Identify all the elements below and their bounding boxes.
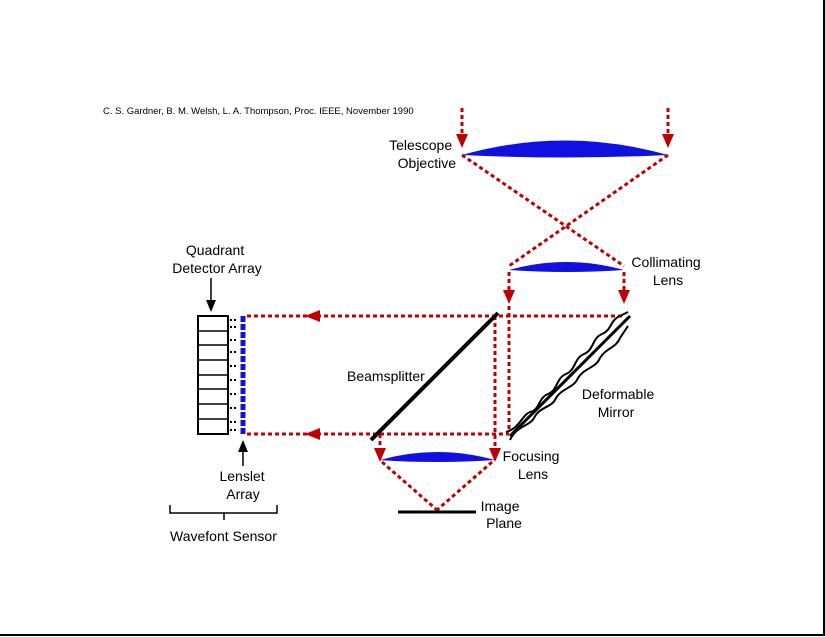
quadrant-detector-array xyxy=(197,315,229,435)
pointer-lenslet-head xyxy=(238,440,248,452)
arrowhead-incoming-right xyxy=(662,134,674,148)
detector-ray-marks xyxy=(230,319,238,431)
label-pointers xyxy=(206,278,248,466)
label-deformable-mirror: Deformable Mirror xyxy=(582,386,658,420)
arrowhead-focus-left xyxy=(374,448,386,462)
wavefront-sensor-bracket xyxy=(169,505,278,520)
label-focusing-lens: Focusing Lens xyxy=(503,448,564,482)
label-beamsplitter: Beamsplitter xyxy=(347,368,425,384)
pointer-quadrant-detector-head xyxy=(206,300,216,312)
label-quadrant-detector-array: Quadrant Detector Array xyxy=(172,242,261,276)
crossing-ray-2 xyxy=(508,153,669,268)
arrowhead-incoming-left xyxy=(456,134,468,148)
arrowhead-to-sensor-bottom xyxy=(305,428,320,440)
deformable-mirror-surface xyxy=(508,314,632,438)
label-lenslet-array: Lenslet Array xyxy=(219,468,268,502)
deformable-mirror-actuators xyxy=(505,311,629,433)
focus-ray-left xyxy=(381,460,438,512)
arrowhead-to-sensor-top xyxy=(305,310,320,322)
citation: C. S. Gardner, B. M. Welsh, L. A. Thomps… xyxy=(103,106,414,117)
crossing-ray-1 xyxy=(461,153,625,268)
focus-ray-right xyxy=(436,460,493,512)
deformable-mirror-actuators-back xyxy=(509,325,629,441)
arrowhead-collimated-right xyxy=(618,290,630,304)
collimating-lens xyxy=(509,262,624,272)
deformable-mirror xyxy=(505,311,632,441)
focusing-lens xyxy=(380,452,495,462)
beamsplitter xyxy=(369,311,500,442)
arrowhead-focus-right xyxy=(489,448,501,462)
arrowhead-collimated-left xyxy=(503,290,515,304)
label-collimating-lens: Collimating Lens xyxy=(631,254,704,288)
light-rays xyxy=(247,108,670,512)
label-telescope-objective: Telescope Objective xyxy=(389,137,456,171)
label-image-plane: Image Plane xyxy=(481,498,524,531)
telescope-objective-lens xyxy=(462,140,668,158)
ray-arrowheads xyxy=(305,134,674,462)
label-wavefront-sensor: Wavefont Sensor xyxy=(170,528,277,544)
